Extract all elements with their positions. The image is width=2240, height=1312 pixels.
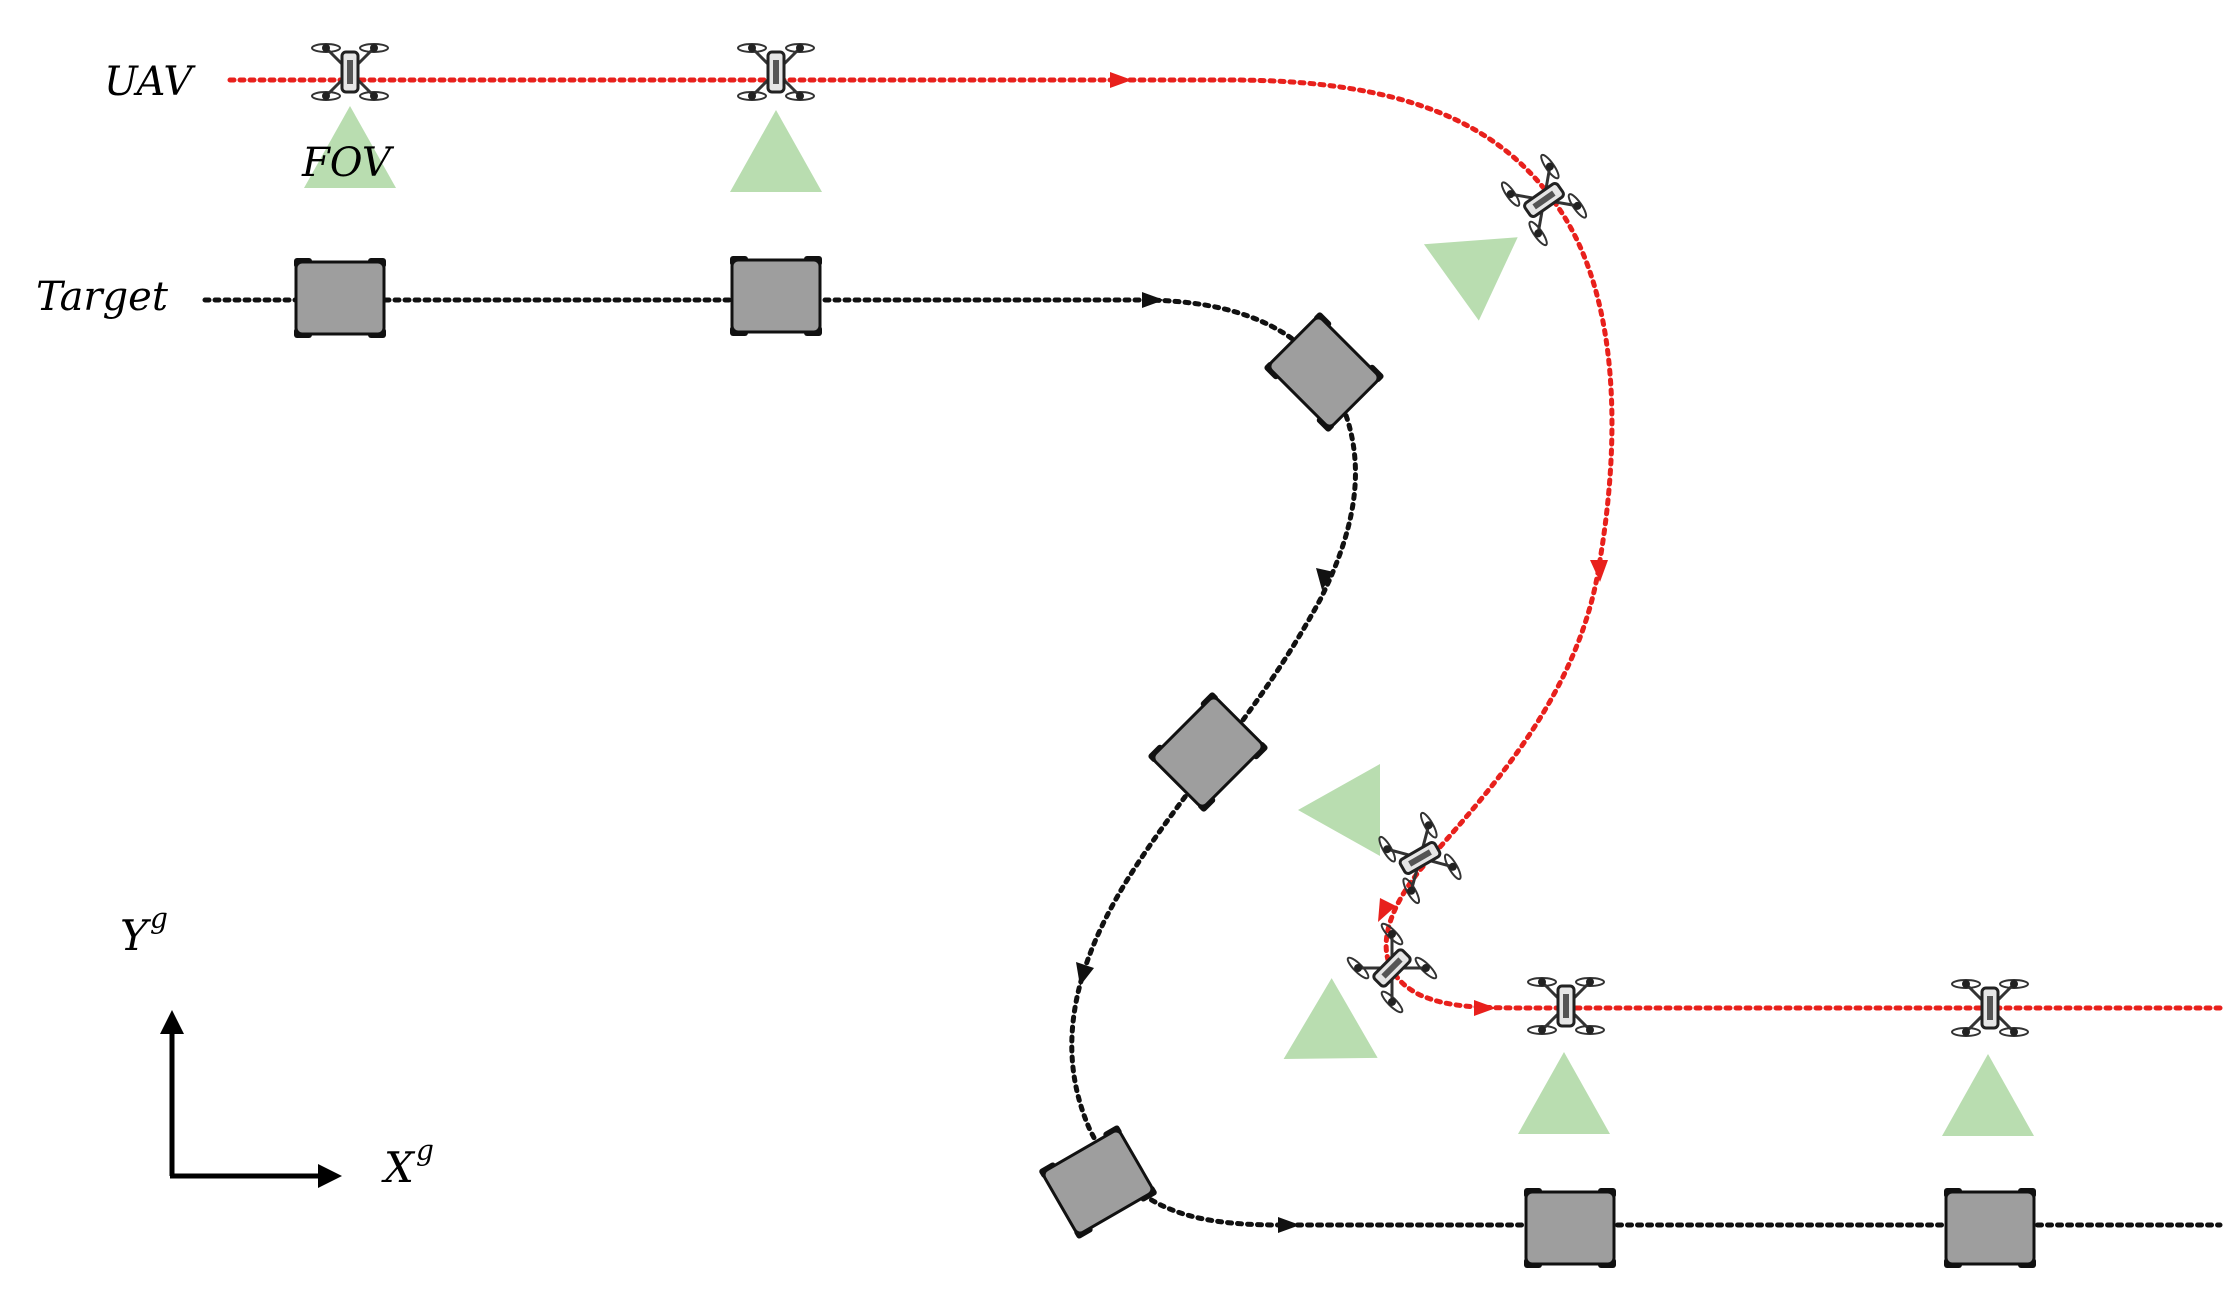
ground-vehicle-icon	[1522, 1186, 1618, 1270]
uav-arrow-3	[1378, 898, 1396, 922]
quadcopter-icon	[1375, 809, 1465, 907]
uav-arrow-2	[1590, 560, 1608, 582]
ground-vehicle-icon	[728, 254, 824, 338]
fov-triangle-icon	[1298, 764, 1380, 856]
y-axis-label: Y g	[120, 902, 168, 960]
uav-arrow-1	[1110, 72, 1132, 88]
svg-text:g: g	[150, 902, 168, 935]
quadcopter-icon	[736, 42, 816, 102]
quadcopter-icon	[1343, 919, 1441, 1017]
coordinate-axes	[160, 1010, 342, 1188]
fov-triangle-icon	[1942, 1054, 2034, 1136]
svg-text:g: g	[416, 1134, 434, 1167]
ground-vehicle-icon	[1942, 1186, 2038, 1270]
ground-vehicle-icon	[292, 256, 388, 340]
svg-text:X: X	[381, 1143, 416, 1192]
target-label: Target	[36, 274, 169, 320]
target-arrow-1	[1142, 292, 1164, 308]
x-axis-label: X g	[381, 1134, 434, 1192]
fov-triangle-icon	[1404, 202, 1518, 321]
ground-vehicle-icon	[1036, 1122, 1160, 1242]
fov-triangle-icon	[730, 110, 822, 192]
quadcopter-icon	[310, 42, 390, 102]
fov-label: FOV	[301, 140, 395, 186]
target-arrow-2	[1316, 568, 1334, 590]
fov-triangle-icon	[1260, 978, 1378, 1099]
uav-arrow-4	[1474, 1000, 1496, 1016]
target-arrow-3	[1076, 962, 1094, 986]
fov-triangle-icon	[1518, 1052, 1610, 1134]
svg-text:Y: Y	[120, 911, 152, 960]
target-arrow-4	[1278, 1217, 1300, 1233]
uav-label: UAV	[104, 59, 196, 105]
uav-trajectory	[227, 77, 2223, 1011]
